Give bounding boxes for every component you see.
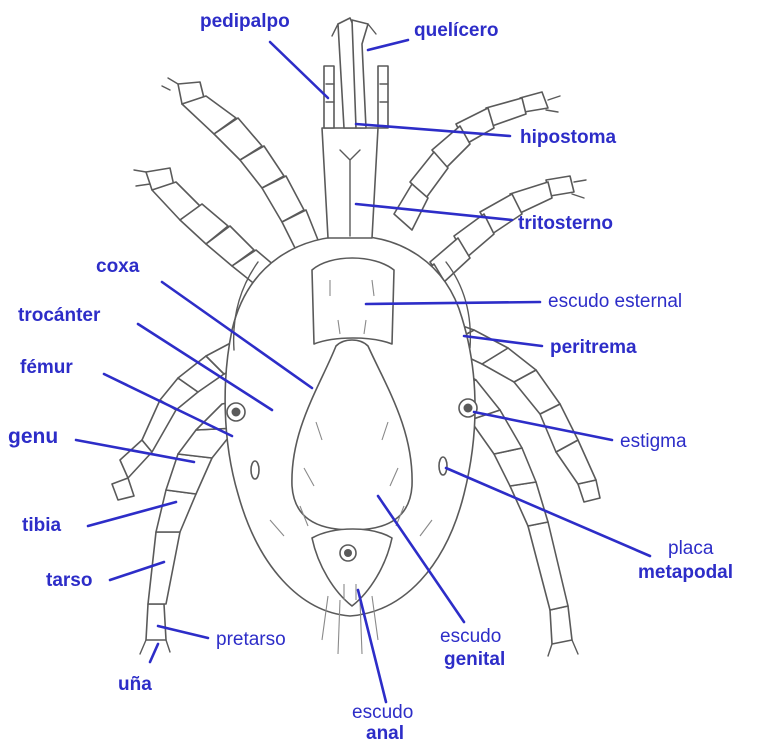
leader-pedipalpo xyxy=(270,42,328,98)
leader-una xyxy=(150,644,158,662)
label-quelicero: quelícero xyxy=(414,20,498,41)
label-genu: genu xyxy=(8,425,58,448)
anal-pore-center xyxy=(344,549,352,557)
label-tarso: tarso xyxy=(46,570,92,591)
label-femur: fémur xyxy=(20,357,73,378)
label-metapodal: metapodal xyxy=(638,562,733,583)
label-estigma: estigma xyxy=(620,431,687,452)
mite-drawing xyxy=(112,18,600,656)
label-tibia: tibia xyxy=(22,515,61,536)
label-escudo-esternal: escudo esternal xyxy=(548,291,682,312)
stigma-left-center xyxy=(232,408,241,417)
metapodal-plate-left xyxy=(251,461,259,479)
label-peritrema: peritrema xyxy=(550,337,637,358)
label-una: uña xyxy=(118,674,152,695)
metapodal-plate-right xyxy=(439,457,447,475)
label-coxa: coxa xyxy=(96,256,140,277)
label-hipostoma: hipostoma xyxy=(520,127,616,148)
label-placa: placa xyxy=(668,538,714,559)
sternal-shield xyxy=(312,258,394,344)
label-escudo-genital-2: genital xyxy=(444,649,505,670)
leader-quelicero xyxy=(368,40,408,50)
stigma-right-center xyxy=(464,404,473,413)
label-tritosterno: tritosterno xyxy=(518,213,613,234)
label-pretarso: pretarso xyxy=(216,629,286,650)
leader-femur xyxy=(104,374,232,436)
label-pedipalpo: pedipalpo xyxy=(200,11,290,32)
label-escudo-genital-1: escudo xyxy=(440,626,501,647)
label-escudo-anal-2: anal xyxy=(366,723,404,744)
label-escudo-anal-1: escudo xyxy=(352,702,413,723)
label-trocanter: trocánter xyxy=(18,305,101,326)
